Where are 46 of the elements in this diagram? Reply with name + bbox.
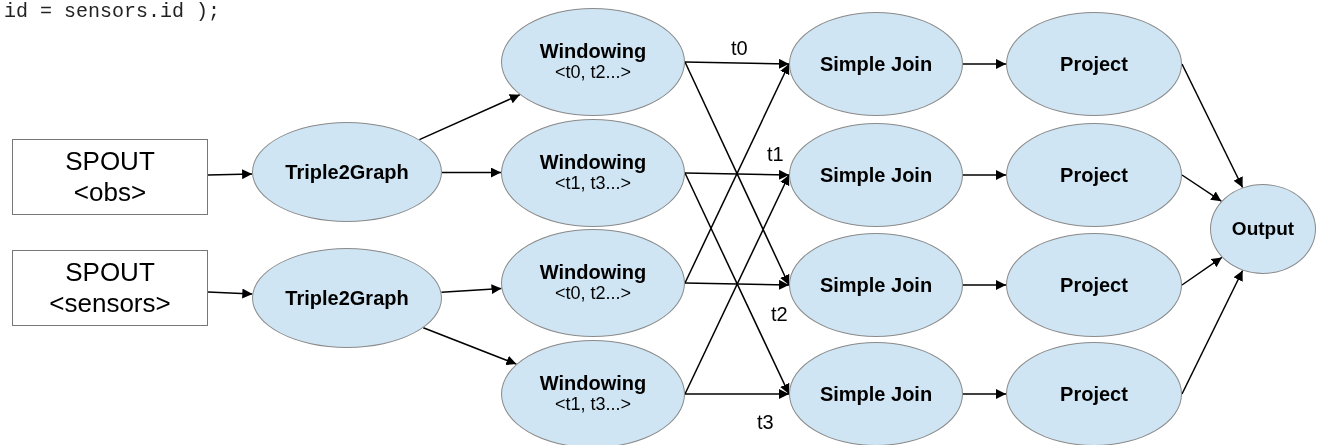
arrow — [1181, 269, 1244, 395]
node-title: Simple Join — [819, 274, 933, 296]
arrow — [684, 389, 790, 399]
node-title: Triple2Graph — [285, 287, 409, 309]
process-box — [12, 139, 208, 215]
node-title: Output — [1231, 218, 1295, 240]
node-title: Windowing — [539, 261, 647, 284]
process-box — [12, 250, 208, 326]
arrow — [684, 58, 790, 69]
arrow — [684, 279, 790, 290]
box-label: SPOUT <obs> — [64, 145, 156, 209]
node-title: Triple2Graph — [285, 161, 409, 183]
node-subtitle: <t0, t2...> — [554, 62, 632, 84]
arrow — [962, 280, 1007, 290]
arrow — [422, 327, 518, 366]
edge-label: t1 — [766, 144, 785, 164]
node-subtitle: <t0, t2...> — [554, 283, 632, 305]
arrow — [962, 170, 1007, 180]
node-title: Project — [1060, 274, 1128, 296]
arrow — [962, 59, 1007, 69]
node-title: Simple Join — [819, 164, 933, 186]
arrow — [440, 284, 503, 295]
arrow — [1181, 256, 1223, 286]
arrow — [207, 288, 254, 299]
arrow — [1181, 63, 1244, 189]
code-text: id = sensors.id ); — [4, 0, 221, 23]
edge-label: t0 — [730, 38, 749, 58]
arrow — [1181, 174, 1223, 202]
node-title: Simple Join — [819, 383, 933, 405]
arrow — [418, 93, 521, 141]
box-label: SPOUT <sensors> — [48, 256, 172, 320]
node-title: Project — [1060, 53, 1128, 75]
node-title: Windowing — [539, 372, 647, 395]
arrow — [441, 167, 502, 178]
edge-label: t2 — [770, 304, 789, 324]
edge-label: t3 — [756, 412, 775, 432]
arrow — [684, 169, 790, 180]
node-subtitle: <t1, t3...> — [554, 394, 632, 416]
node-title: Project — [1060, 383, 1128, 405]
node-title: Windowing — [539, 151, 647, 174]
node-title: Project — [1060, 164, 1128, 186]
node-title: Windowing — [539, 40, 647, 63]
arrow — [207, 169, 253, 180]
node-title: Simple Join — [819, 53, 933, 75]
arrow — [962, 389, 1007, 399]
node-subtitle: <t1, t3...> — [554, 173, 632, 195]
